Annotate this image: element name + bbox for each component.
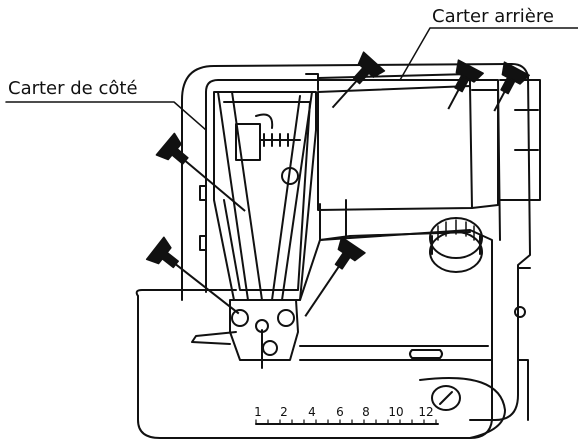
stitch-dial-slot bbox=[439, 391, 453, 405]
ruler-tick-label: 4 bbox=[308, 405, 316, 419]
screwdriver-icon bbox=[493, 61, 530, 112]
right-stand-bolt bbox=[514, 306, 526, 318]
tension-assembly-bracket bbox=[235, 123, 261, 161]
ruler-tick-label: 8 bbox=[362, 405, 370, 419]
ruler-tick-label: 1 bbox=[254, 405, 262, 419]
screwdriver-icon bbox=[155, 132, 246, 212]
rear-cover-right-section bbox=[471, 89, 499, 209]
screwdriver-icon bbox=[447, 59, 484, 110]
scale-ruler-minor-ticks bbox=[255, 419, 437, 425]
side-cover-label: Carter de côté bbox=[8, 78, 138, 99]
side-cover-inner-edge bbox=[223, 101, 311, 291]
rear-cover-panel[interactable] bbox=[317, 85, 473, 211]
tension-assembly-spring bbox=[259, 133, 301, 147]
arm-housing-inner bbox=[205, 79, 501, 293]
scale-ruler-numbers: 1 2 4 6 8 10 12 bbox=[254, 405, 433, 419]
machine-bed bbox=[135, 289, 237, 297]
right-upright-box bbox=[499, 79, 541, 201]
side-cover-leader bbox=[5, 101, 207, 131]
stitch-length-dial[interactable] bbox=[431, 385, 461, 411]
head-screw-right bbox=[277, 309, 295, 327]
screwdriver-icon bbox=[304, 236, 366, 317]
ruler-tick-label: 6 bbox=[336, 405, 344, 419]
ruler-tick-label: 10 bbox=[388, 405, 403, 419]
arm-housing-outline bbox=[181, 63, 531, 421]
screwdriver-icon bbox=[331, 51, 386, 109]
left-side-bolt-lower bbox=[199, 235, 207, 251]
side-cover-panel[interactable] bbox=[213, 91, 317, 301]
needle-rod-right bbox=[271, 91, 313, 301]
ruler-tick-label: 12 bbox=[418, 405, 433, 419]
right-upright-detail bbox=[514, 109, 539, 151]
top-rim bbox=[305, 73, 319, 91]
side-knob bbox=[281, 167, 299, 185]
rear-cover-leader bbox=[399, 27, 578, 81]
bed-step bbox=[319, 199, 347, 241]
ruler-tick-label: 2 bbox=[280, 405, 288, 419]
bed-right-curve bbox=[419, 377, 506, 439]
tension-assembly-hook bbox=[255, 113, 274, 129]
right-stand bbox=[517, 267, 531, 421]
left-side-bolt-upper bbox=[199, 185, 207, 201]
head-screw-lower bbox=[262, 340, 278, 356]
cylinder-arm bbox=[299, 229, 493, 361]
handwheel[interactable] bbox=[429, 217, 483, 273]
bed-plate bbox=[137, 295, 493, 439]
screwdriver-icon bbox=[145, 236, 240, 315]
rear-cover-label: Carter arrière bbox=[432, 6, 554, 27]
thread-guide-lever bbox=[191, 331, 237, 345]
bed-slot bbox=[409, 349, 443, 359]
head-screw-left bbox=[231, 309, 249, 327]
